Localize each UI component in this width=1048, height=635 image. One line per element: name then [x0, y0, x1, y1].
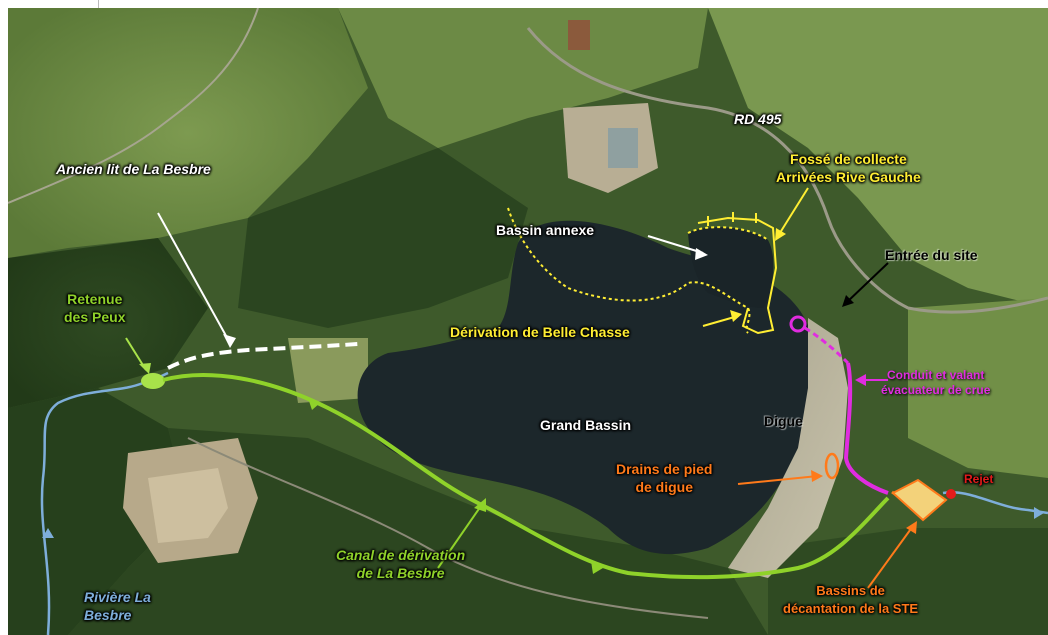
building-top2	[608, 128, 638, 168]
building-top	[568, 20, 590, 50]
quarry-inner	[148, 468, 228, 543]
label-fosse-collecte: Fossé de collecte Arrivées Rive Gauche	[776, 150, 921, 186]
conduit-solid	[843, 362, 889, 495]
label-canal-line1: Canal de dérivation	[336, 547, 466, 563]
field-upper-right	[708, 8, 1048, 308]
label-conduit-line2: évacuateur de crue	[881, 383, 991, 397]
field-small-center	[288, 338, 368, 403]
conduit-inlet	[789, 315, 807, 333]
field-upper-left	[8, 8, 368, 258]
ancien-lit-pointer-head	[223, 334, 236, 348]
bassins-pointer	[867, 525, 914, 589]
fosse-pointer-head	[775, 228, 786, 241]
label-conduit-line1: Conduit et valant	[887, 368, 985, 382]
entree-pointer-head	[842, 295, 854, 307]
label-grand-bassin: Grand Bassin	[540, 417, 632, 433]
label-fosse-line2: Arrivées Rive Gauche	[776, 169, 921, 185]
forest-right-bottom	[768, 528, 1048, 635]
digue-embankment	[728, 318, 848, 578]
canal-arrow-1	[308, 398, 320, 410]
forest-center	[238, 148, 528, 328]
bassin-annexe-pointer-head	[695, 248, 708, 260]
fosse-collecte	[697, 216, 778, 335]
label-bassins-line2: décantation de la STE	[783, 601, 919, 616]
aerial-map: RD 495 Fossé de collecte Arrivées Rive G…	[8, 8, 1048, 635]
bassins-decantation	[891, 478, 948, 522]
label-ancien-lit: Ancien lit de La Besbre	[56, 161, 211, 177]
drains-pointer-head	[811, 470, 823, 482]
conduit-dashed	[804, 326, 850, 365]
label-bassins-line1: Bassins de	[816, 583, 885, 598]
label-derivation-belle-chasse: Dérivation de Belle Chasse	[450, 324, 630, 340]
river-arrow-right	[1034, 507, 1044, 519]
belle-chasse-pointer-head	[730, 310, 742, 322]
canal-derivation	[162, 373, 890, 580]
label-riviere-besbre: Rivière La Besbre	[84, 588, 151, 624]
river-arrow-up	[42, 528, 54, 538]
label-riviere-line2: Besbre	[84, 607, 132, 623]
belle-chasse-dotted-2	[687, 226, 769, 241]
entree-pointer	[845, 262, 889, 304]
label-bassins-decantation: Bassins de décantation de la STE	[783, 582, 918, 618]
field-top-center	[338, 8, 708, 148]
forest-bottom-left	[8, 388, 188, 635]
canal-arrow-2	[591, 561, 603, 574]
canal-pointer	[437, 502, 484, 569]
label-drains-line2: de digue	[635, 479, 694, 495]
retenue-des-peux	[141, 373, 165, 389]
drains-pointer	[737, 475, 819, 485]
label-drains-line1: Drains de pied	[616, 461, 713, 477]
label-retenue-des-peux: Retenue des Peux	[64, 290, 125, 326]
fosse-ticks	[707, 212, 757, 226]
retenue-pointer-head	[139, 363, 151, 374]
bassins-pointer-head	[906, 521, 917, 534]
bassin-annexe-water	[688, 227, 774, 308]
label-retenue-line1: Retenue	[67, 291, 123, 307]
map-drawing	[8, 8, 1048, 635]
forest-left	[8, 238, 208, 408]
label-rejet: Rejet	[964, 472, 994, 486]
label-fosse-line1: Fossé de collecte	[790, 151, 907, 167]
rejet-point	[946, 489, 956, 499]
ancien-lit-dashed	[167, 342, 359, 370]
label-riviere-line1: Rivière La	[84, 589, 151, 605]
field-right-lower	[908, 298, 1048, 478]
label-bassin-annexe: Bassin annexe	[496, 222, 595, 238]
top-margin	[0, 0, 1048, 8]
bassin-annexe-pointer	[647, 235, 704, 254]
label-entree-site: Entrée du site	[885, 247, 978, 263]
label-drains: Drains de pied de digue	[616, 460, 712, 496]
label-retenue-line2: des Peux	[64, 309, 126, 325]
road-left	[8, 8, 259, 204]
road-rd495	[526, 27, 1048, 314]
label-rd495: RD 495	[734, 111, 782, 127]
road-bottom	[187, 437, 709, 619]
label-canal-derivation: Canal de dérivation de La Besbre	[336, 546, 465, 582]
label-canal-line2: de La Besbre	[356, 565, 445, 581]
drains-ellipse	[824, 452, 840, 480]
label-digue: Digue	[764, 413, 803, 429]
top-margin-tick	[98, 0, 99, 8]
canal-pointer-head	[474, 498, 486, 512]
grand-bassin-water	[357, 220, 817, 555]
conduit-pointer-head	[855, 374, 866, 386]
ancien-lit-pointer	[157, 212, 231, 344]
label-conduit-evacuateur: Conduit et valant évacuateur de crue	[881, 368, 990, 398]
fosse-pointer	[777, 187, 809, 237]
